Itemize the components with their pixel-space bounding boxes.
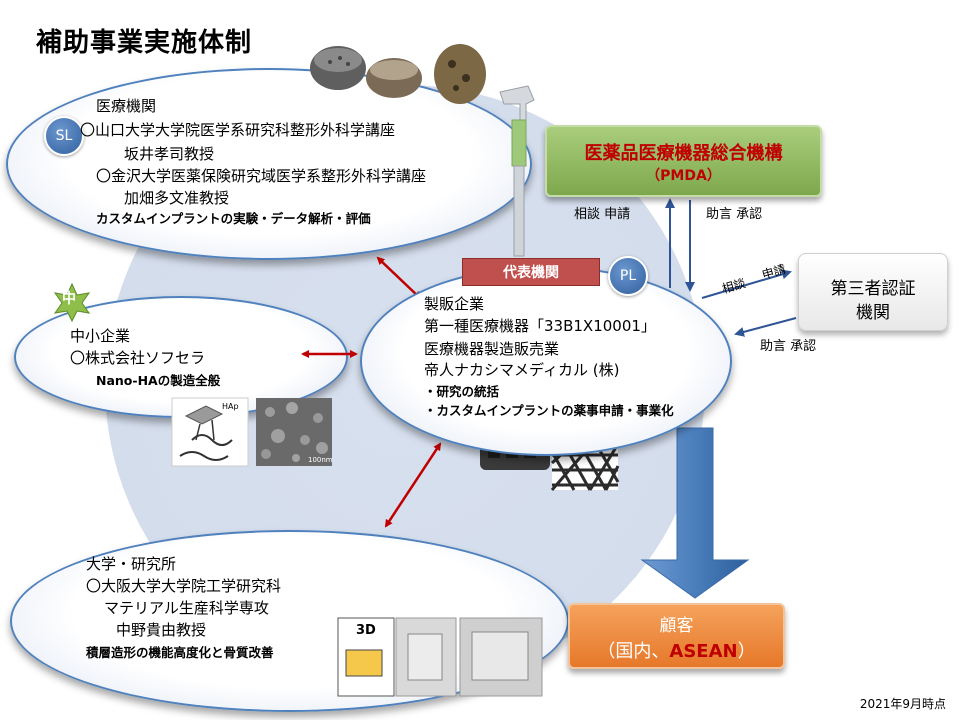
bottom-line-5: 積層造形の機能高度化と骨質改善: [86, 645, 274, 660]
medical-institution-ellipse: [6, 68, 532, 260]
arrow-top-center: [376, 256, 422, 300]
femoral-stem-image: [499, 85, 535, 257]
center-line-5: ・研究の統括: [424, 384, 500, 399]
sme-badge: 中: [62, 291, 76, 307]
bottom-line-3: マテリアル生産科学専攻: [104, 599, 269, 617]
bottom-line-1: 大学・研究所: [86, 555, 177, 573]
nano-ha-molecule-image: [171, 397, 249, 467]
top-line-5: 加畑多文准教授: [124, 189, 230, 207]
top-line-4: 〇金沢大学医薬保険研究域医学系整形外科学講座: [96, 167, 427, 185]
center-line-1: 製販企業: [424, 295, 485, 313]
left-line-3: Nano-HAの製造全般: [96, 373, 221, 388]
top-line-1: 医療機関: [96, 97, 157, 115]
customer-big-arrow: [640, 427, 750, 599]
center-line-4: 帝人ナカシマメディカル (株): [424, 361, 620, 379]
hap-label: HAp: [222, 402, 239, 411]
date-note: 2021年9月時点: [859, 697, 946, 711]
third-party-box: 第三者認証 機関: [798, 253, 948, 331]
arrow-third-down: [734, 317, 797, 337]
implant-images-top: [310, 44, 486, 104]
3d-printer-images: [337, 617, 543, 697]
customer-suffix: ）: [737, 641, 756, 662]
pmda-abbr: （PMDA）: [646, 168, 721, 184]
top-line-2: 〇山口大学大学院医学系研究科整形外科学講座: [80, 121, 396, 139]
center-line-3: 医療機器製造販売業: [424, 340, 560, 358]
customer-title: 顧客: [659, 616, 694, 636]
customer-prefix: （国内、: [597, 641, 670, 662]
sl-badge: SL: [44, 116, 84, 156]
arrow-third-up: [701, 269, 792, 299]
third-party-line-2: 機関: [856, 303, 890, 323]
bottom-line-2: 〇大阪大学大学院工学研究科: [86, 577, 282, 595]
third-down-label: 助言 承認: [760, 339, 817, 354]
customer-box: 顧客 （国内、ASEAN）: [568, 603, 785, 669]
arrow-bottom-center: [384, 442, 442, 528]
pmda-up-label: 相談 申請: [574, 207, 631, 222]
scale-label: 100nm: [308, 456, 333, 464]
left-line-2: 〇株式会社ソフセラ: [70, 349, 206, 367]
manufacturer-ellipse: [360, 266, 732, 456]
top-line-6: カスタムインプラントの実験・データ解析・評価: [96, 211, 371, 226]
center-line-2: 第一種医療機器「33B1X10001」: [424, 317, 656, 335]
center-line-6: ・カスタムインプラントの薬事申請・事業化: [424, 403, 674, 418]
customer-asean: ASEAN: [669, 641, 738, 662]
page-title: 補助事業実施体制: [36, 28, 253, 58]
3d-label: 3D: [356, 623, 376, 638]
pmda-name: 医薬品医療機器総合機構: [584, 143, 783, 164]
pmda-down-label: 助言 承認: [706, 207, 763, 222]
nano-ha-sem-image: [256, 398, 332, 466]
pmda-box: 医薬品医療機器総合機構 （PMDA）: [545, 125, 822, 197]
bottom-line-4: 中野貴由教授: [116, 621, 207, 639]
star-icon: [53, 282, 91, 322]
top-line-3: 坂井孝司教授: [124, 145, 215, 163]
third-party-line-1: 第三者認証: [830, 279, 916, 299]
pl-badge: PL: [608, 256, 648, 296]
customer-scope: （国内、ASEAN）: [570, 637, 783, 663]
representative-tag: 代表機関: [462, 258, 600, 286]
left-line-1: 中小企業: [70, 327, 131, 345]
